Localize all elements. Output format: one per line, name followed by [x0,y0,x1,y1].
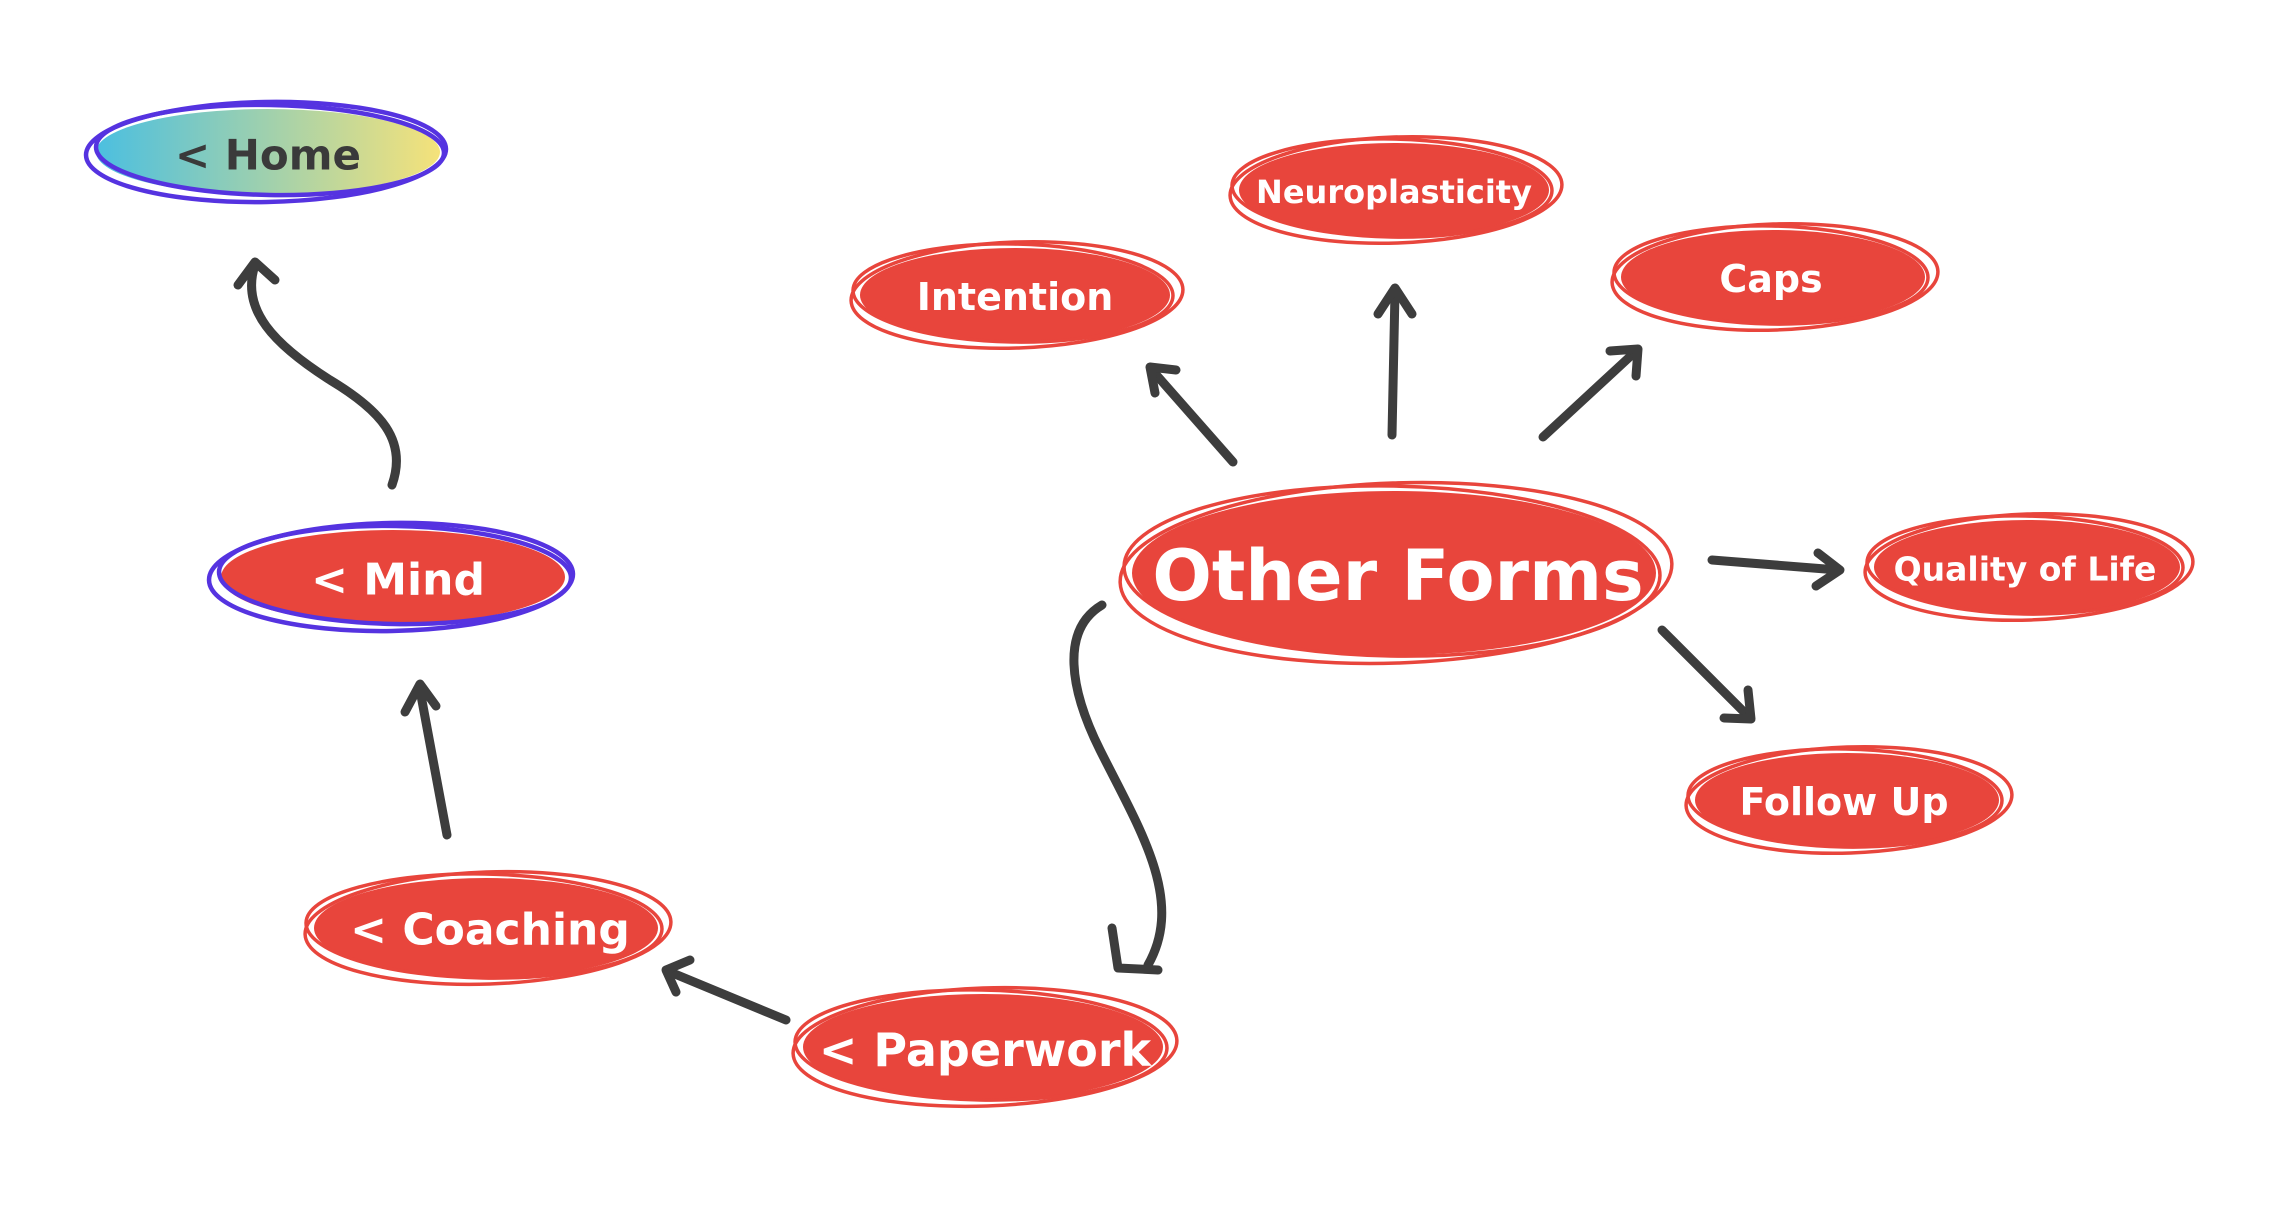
node-caps-label: Caps [1719,257,1822,301]
node-follow-up-label: Follow Up [1739,780,1948,824]
node-intention-label: Intention [917,275,1114,319]
node-home-label: < Home [175,131,361,180]
node-coaching[interactable]: < Coaching [303,866,673,991]
node-other-forms-label: Other Forms [1152,535,1643,617]
arrow-other-forms-to-paperwork [1069,600,1167,975]
node-home[interactable]: < Home [83,99,449,205]
arrow-other-forms-to-neuroplasticity [1373,283,1417,440]
node-mind-label: < Mind [311,555,485,606]
node-follow-up[interactable]: Follow Up [1684,741,2014,858]
node-other-forms[interactable]: Other Forms [1117,473,1675,672]
node-neuroplasticity-label: Neuroplasticity [1256,173,1532,211]
arrow-other-forms-to-quality-of-life [1707,548,1845,591]
node-mind[interactable]: < Mind [206,520,576,634]
connectors [233,257,1845,1025]
node-coaching-label: < Coaching [350,905,630,956]
arrow-other-forms-to-caps [1538,344,1643,442]
node-quality-of-life-label: Quality of Life [1894,550,2157,589]
node-intention[interactable]: Intention [849,236,1185,354]
arrow-mind-to-home [233,257,401,490]
arrow-other-forms-to-follow-up [1657,625,1756,724]
arrow-coaching-to-mind [400,679,452,840]
node-paperwork-label: < Paperwork [819,1023,1153,1077]
arrow-other-forms-to-intention [1145,362,1238,467]
node-caps[interactable]: Caps [1610,218,1940,335]
node-paperwork[interactable]: < Paperwork [791,981,1179,1112]
node-quality-of-life[interactable]: Quality of Life [1863,508,2195,625]
node-neuroplasticity[interactable]: Neuroplasticity [1228,131,1564,249]
arrow-paperwork-to-coaching [661,955,791,1025]
